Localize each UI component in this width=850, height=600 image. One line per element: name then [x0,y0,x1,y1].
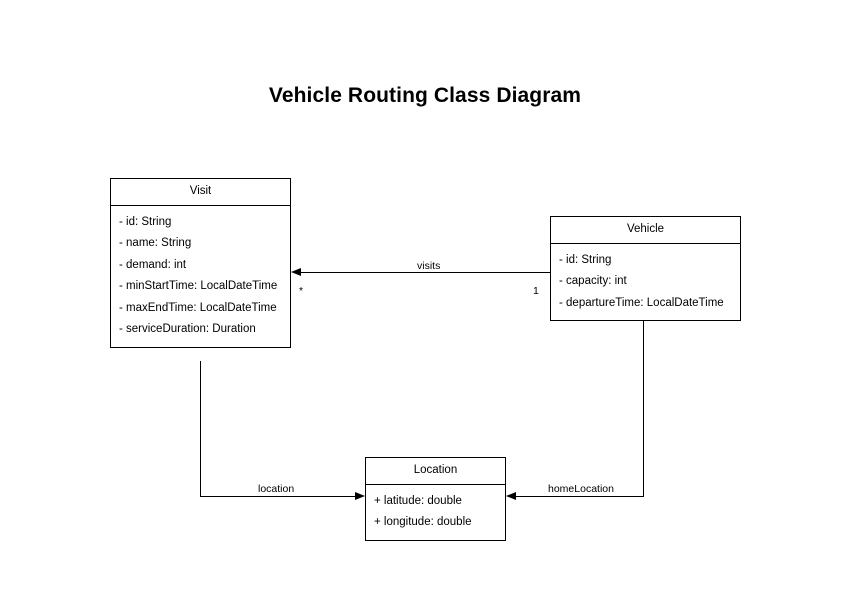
attribute-row: + latitude: double [374,494,462,507]
attribute-row: - id: String [119,215,172,228]
class-attributes-visit: - id: String - name: String - demand: in… [111,206,290,347]
attribute-row: - demand: int [119,258,187,271]
class-name-location: Location [366,458,505,485]
multiplicity-visits-source: 1 [533,285,539,297]
attribute-row: - capacity: int [559,275,627,287]
class-box-visit[interactable]: Visit - id: String - name: String - dema… [110,178,291,348]
attribute-row: - serviceDuration: Duration [119,323,256,335]
edge-homelocation-vertical [643,321,644,497]
class-attributes-vehicle: - id: String - capacity: int - departure… [551,244,740,321]
class-name-vehicle: Vehicle [551,217,740,244]
edge-homelocation-arrowhead [506,491,516,500]
attribute-row: - id: String [559,253,612,266]
edge-label-visits: visits [414,261,444,272]
attribute-row: - departureTime: LocalDateTime [559,296,724,309]
attribute-row: - name: String [119,237,192,249]
edge-label-location: location [255,484,298,495]
attribute-row: + longitude: double [374,516,472,528]
multiplicity-visits-target: * [299,285,304,297]
page-title: Vehicle Routing Class Diagram [268,84,582,107]
attribute-row: - minStartTime: LocalDateTime [119,280,278,292]
edge-location-vertical [200,361,201,497]
edge-visits-line [301,272,550,273]
class-box-vehicle[interactable]: Vehicle - id: String - capacity: int - d… [550,216,741,321]
class-attributes-location: + latitude: double + longitude: double [366,485,505,540]
class-box-location[interactable]: Location + latitude: double + longitude:… [365,457,506,541]
edge-homelocation-horizontal [516,496,644,497]
class-name-visit: Visit [111,179,290,206]
attribute-row: - maxEndTime: LocalDateTime [119,301,277,314]
edge-location-horizontal [200,496,355,497]
edge-visits-arrowhead [291,267,301,276]
edge-label-homelocation: homeLocation [545,484,617,495]
edge-location-arrowhead [355,491,365,500]
